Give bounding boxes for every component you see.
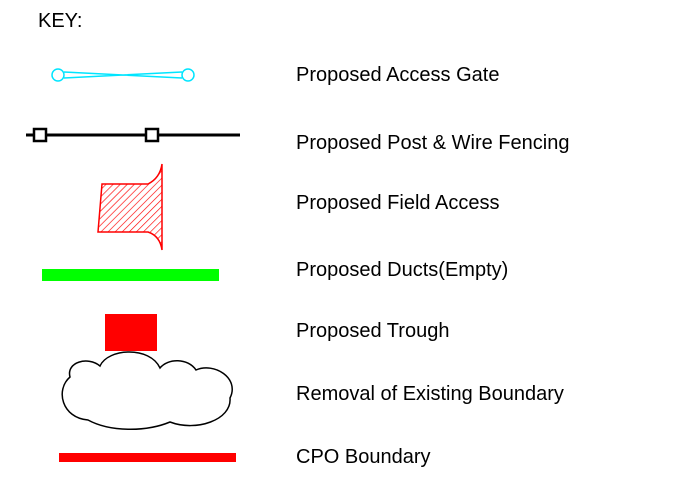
label-cpo-boundary: CPO Boundary [296,446,431,468]
post-wire-fence-symbol [26,127,240,143]
key-title: KEY: [38,10,83,32]
ducts-symbol [42,269,219,281]
label-access-gate: Proposed Access Gate [296,64,500,86]
trough-symbol [105,314,157,351]
field-access-symbol [97,163,163,251]
cloud-symbol [61,351,233,430]
label-field-access: Proposed Field Access [296,192,500,214]
label-trough: Proposed Trough [296,320,450,342]
label-removal-boundary: Removal of Existing Boundary [296,383,564,405]
label-ducts: Proposed Ducts(Empty) [296,259,509,281]
access-gate-symbol [51,68,195,82]
cpo-boundary-symbol [59,453,236,462]
label-post-wire-fencing: Proposed Post & Wire Fencing [296,132,570,154]
